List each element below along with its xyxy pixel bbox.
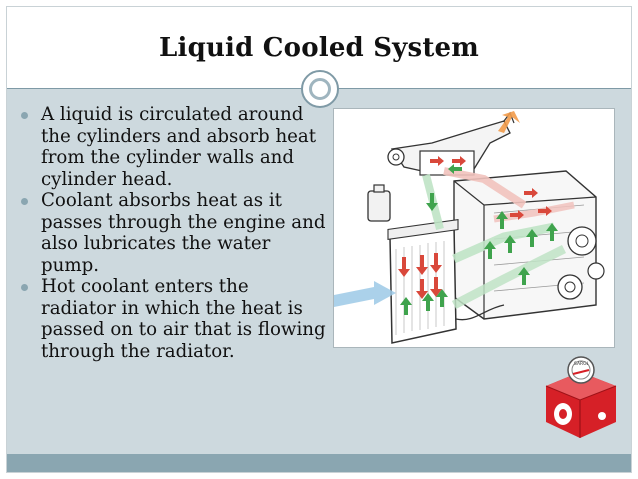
bullet-icon — [21, 284, 28, 291]
bullet-icon — [21, 198, 28, 205]
slide-title: Liquid Cooled System — [159, 33, 479, 63]
bullet-icon — [21, 112, 28, 119]
footer-bar — [7, 454, 631, 472]
bullet-item: A liquid is circulated around the cylind… — [18, 104, 328, 190]
logo-text: SARGI — [574, 361, 588, 367]
circle-ornament-icon — [301, 70, 339, 108]
bullet-item: Hot coolant enters the radiator in which… — [18, 276, 328, 362]
engine-cooling-diagram — [333, 108, 615, 348]
bullet-text: Hot coolant enters the radiator in which… — [41, 276, 326, 362]
sargi-logo-icon: SARGI — [545, 356, 617, 438]
bullet-list: A liquid is circulated around the cylind… — [18, 104, 328, 362]
sargi-logo: SARGI — [540, 356, 622, 442]
air-flow-arrow-icon — [498, 111, 520, 133]
bullet-text: A liquid is circulated around the cylind… — [41, 104, 317, 190]
lower-hose-icon — [455, 304, 505, 321]
cool-flow-arrows — [400, 164, 558, 315]
bullet-item: Coolant absorbs heat as it passes throug… — [18, 190, 328, 276]
reservoir-icon — [367, 184, 391, 222]
air-inflow-icon — [334, 281, 396, 307]
bullet-text: Coolant absorbs heat as it passes throug… — [41, 190, 326, 276]
engine-cooling-illustration — [334, 109, 614, 347]
hot-flow-arrows — [398, 156, 552, 299]
